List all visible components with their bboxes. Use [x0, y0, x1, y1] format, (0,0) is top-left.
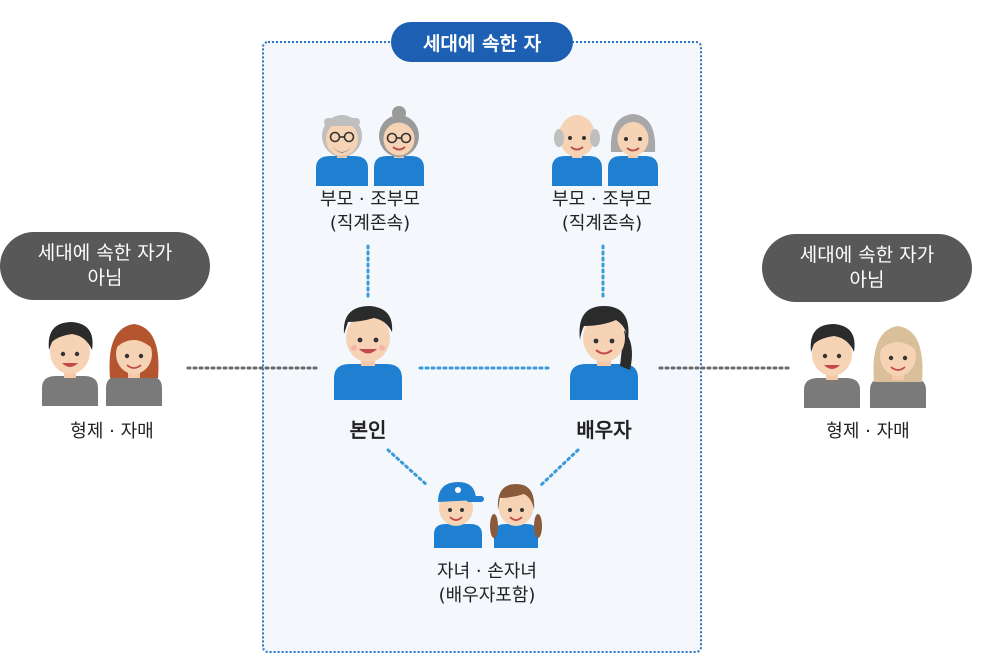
grandfather-left-icon [316, 115, 368, 186]
siblings-left-label: 형제 · 자매 [70, 421, 154, 442]
parents-left-label-line1: 부모 · 조부모 [320, 189, 420, 210]
child-girl-icon [490, 484, 542, 548]
children-label-line1: 자녀 · 손자녀 [437, 561, 537, 582]
non-household-label-right: 세대에 속한 자가 아님 [762, 234, 972, 302]
sibling-sister-left-icon [106, 324, 162, 406]
connector-self-children [386, 448, 430, 488]
parents-right-label: 부모 · 조부모 (직계존속) [540, 188, 664, 236]
child-boy-icon [434, 482, 484, 548]
self-man-icon [334, 306, 402, 400]
self-label: 본인 [349, 418, 387, 442]
sibling-brother-left-icon [42, 322, 98, 406]
non-household-label-left-line1: 세대에 속한 자가 [37, 242, 173, 264]
sibling-sister-right-icon [870, 326, 926, 408]
household-label: 세대에 속한 자 [391, 22, 573, 62]
parents-right-label-line2: (직계존속) [561, 213, 643, 234]
sibling-brother-right-icon [804, 324, 860, 408]
grandmother-left-icon [374, 106, 424, 186]
spouse-label: 배우자 [576, 418, 632, 442]
grandmother-right-icon [608, 114, 658, 186]
parents-left-label: 부모 · 조부모 (직계존속) [308, 188, 432, 236]
parents-left-label-line2: (직계존속) [329, 213, 411, 234]
non-household-label-right-line1: 세대에 속한 자가 [799, 244, 935, 266]
children-label: 자녀 · 손자녀 (배우자포함) [412, 560, 562, 608]
non-household-label-left-line2: 아님 [87, 267, 123, 289]
children-label-line2: (배우자포함) [438, 585, 536, 606]
grandfather-right-icon [552, 115, 602, 186]
non-household-label-left: 세대에 속한 자가 아님 [0, 232, 210, 300]
connector-spouse-children [538, 448, 580, 488]
parents-right-label-line1: 부모 · 조부모 [552, 189, 652, 210]
non-household-label-right-line2: 아님 [849, 269, 885, 291]
spouse-woman-icon [570, 306, 638, 400]
siblings-right-label: 형제 · 자매 [826, 421, 910, 442]
